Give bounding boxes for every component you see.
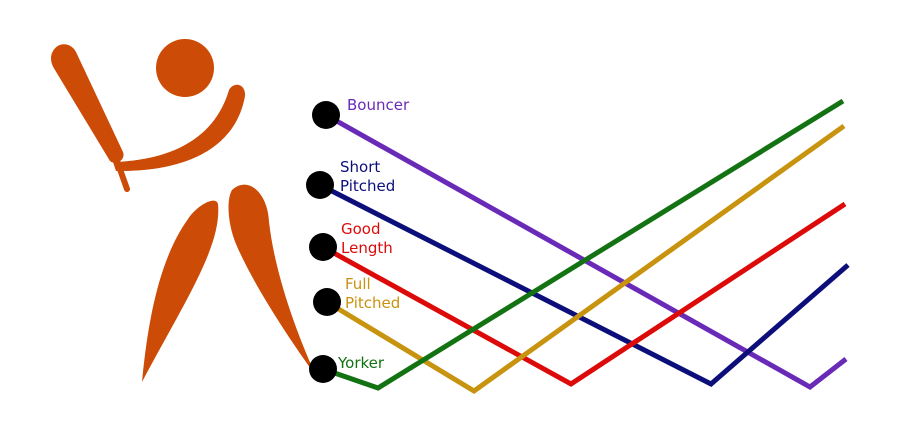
bouncer-trajectory: [324, 112, 848, 390]
good-length-trajectory: [321, 201, 847, 387]
cricket-batsman-icon: [51, 39, 316, 382]
batsman-back-leg: [142, 200, 219, 382]
full-pitched-ball-icon: [313, 288, 341, 316]
cricket-balls: [306, 101, 341, 383]
full-pitched-trajectory: [325, 123, 846, 394]
batsman-arm: [113, 84, 246, 172]
trajectory-lines: [318, 98, 850, 394]
bouncer-ball-icon: [312, 101, 340, 129]
short-pitched-trajectory: [318, 182, 850, 387]
delivery-labels: Bouncer Short Pitched Good Length Full P…: [337, 96, 410, 372]
cricket-bat: [51, 44, 124, 163]
good-length-label: Good Length: [341, 220, 393, 257]
bouncer-label: Bouncer: [347, 96, 410, 114]
yorker-trajectory: [322, 98, 845, 391]
short-pitched-label: Short Pitched: [340, 158, 395, 195]
batsman-head: [156, 39, 214, 97]
short-pitched-ball-icon: [306, 171, 334, 199]
batsman-front-leg: [228, 184, 316, 376]
yorker-ball-icon: [309, 355, 337, 383]
good-length-ball-icon: [309, 233, 337, 261]
yorker-label: Yorker: [337, 354, 385, 372]
full-pitched-label: Full Pitched: [345, 275, 400, 312]
